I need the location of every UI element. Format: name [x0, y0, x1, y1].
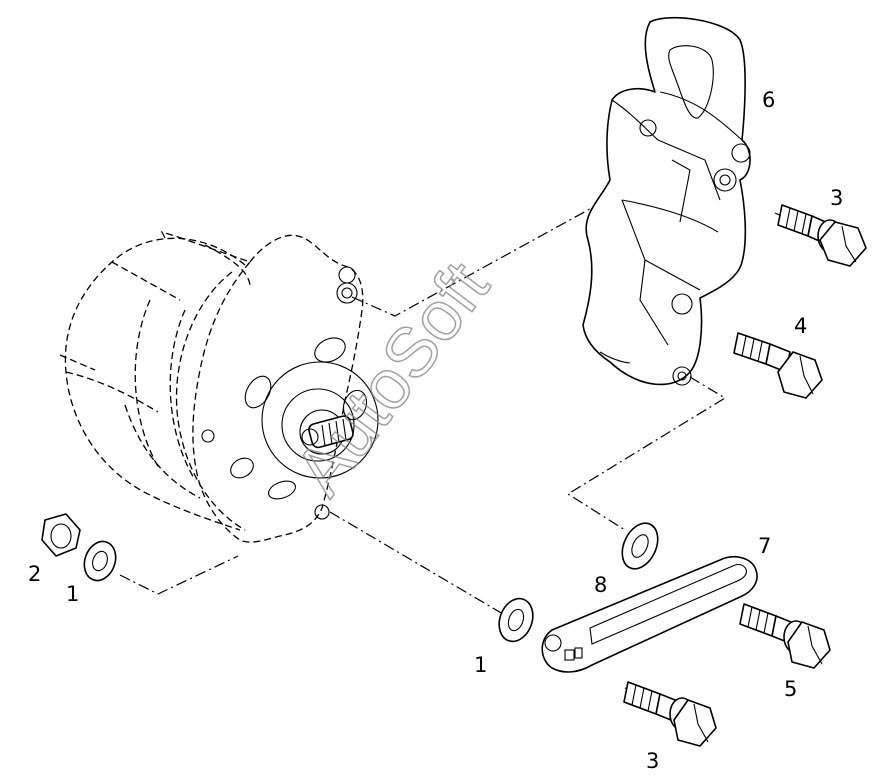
callout-adjusting-link: 7: [758, 534, 771, 558]
alternator: [59, 230, 379, 543]
bolt-upper-right: [777, 204, 867, 267]
spacer: [621, 522, 659, 570]
bolt-bottom: [623, 681, 717, 747]
callout-labels: 1 2 1 3 3 4 5 6 7 8: [28, 88, 843, 773]
callout-bolt-adjuster: 5: [784, 677, 797, 701]
callout-washer-left: 1: [66, 582, 79, 606]
watermark: AutoSoft: [280, 248, 504, 509]
washer-bottom: [498, 597, 534, 643]
callout-bolt-mid-right: 4: [794, 314, 807, 338]
adjusting-link: [541, 556, 758, 673]
callout-nut-left: 2: [28, 562, 41, 586]
bolt-mid-right: [733, 332, 823, 399]
nut-left: [41, 513, 81, 557]
callout-spacer: 8: [594, 573, 607, 597]
washer-left: [83, 540, 117, 582]
callout-bolt-upper-right: 3: [830, 186, 843, 210]
mounting-bracket: [582, 16, 751, 386]
callout-washer-bottom: 1: [474, 653, 487, 677]
bolt-adjuster: [739, 603, 831, 669]
callout-bracket: 6: [762, 88, 775, 112]
callout-bolt-bottom: 3: [646, 749, 659, 773]
